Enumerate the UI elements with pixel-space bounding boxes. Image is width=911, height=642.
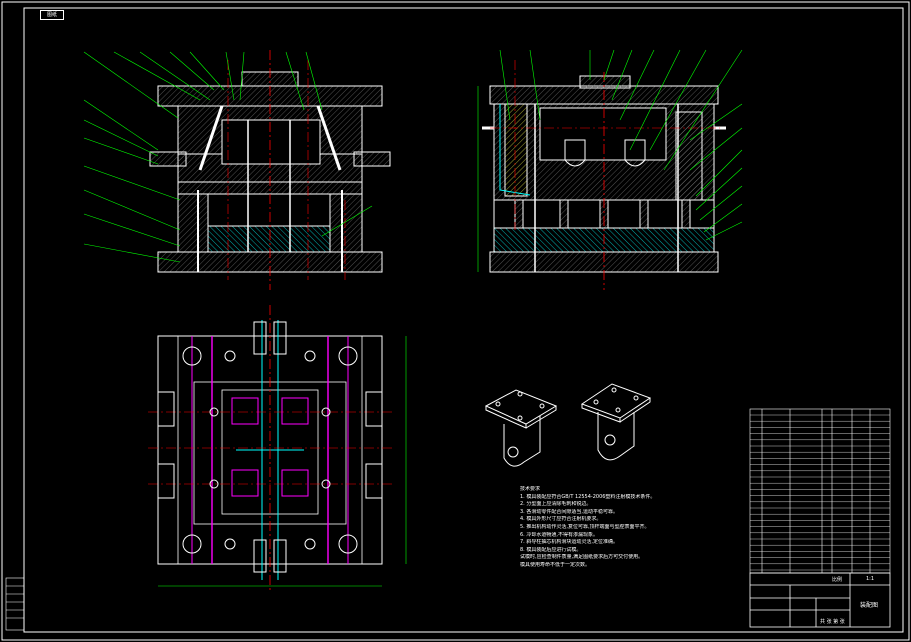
sheet-label: 共 张 第 张 [820,619,845,625]
title-block [749,572,891,628]
plan-view [148,305,407,590]
scale-value: 1:1 [866,576,875,582]
revision-block [5,577,25,631]
note-line: 4. 模具外形尺寸应符合注射机要求。 [520,516,602,523]
note-line: 7. 斜导柱抽芯机构滑块运动灵活,定位准确。 [520,539,618,546]
drawing-name: 装配图 [860,602,879,609]
note-line: 6. 冷却水道畅通,不得有渗漏现象。 [520,531,598,538]
note-line: 8. 模具装配后应进行试模。 [520,546,582,553]
note-line: 1. 模具装配应符合GB/T 12554-2006塑料注射模技术条件。 [520,493,656,500]
scale-label: 比例 [832,577,843,583]
inner-frame [23,7,904,633]
drawing-corner-tag: 图纸 [40,10,64,20]
note-line: 5. 推出机构动作灵活,复位可靠,顶杆端面与型腔表面平齐。 [520,523,650,530]
side-section-view [477,60,726,290]
part-isometric-1 [484,389,558,467]
parts-list-rows [750,414,890,571]
part-isometric-2 [580,383,652,461]
leader-lines [83,49,743,263]
technical-requirements: 技术要求 1. 模具装配应符合GB/T 12554-2006塑料注射模技术条件。… [520,486,690,570]
note-line: 3. 各滑动零件配合间隙适当,运动平稳可靠。 [520,508,618,515]
notes-title: 技术要求 [520,486,541,492]
note-line: 模具使用寿命不低于一定次数。 [520,561,591,568]
parts-list-table [749,408,891,574]
front-section-view [149,50,391,290]
note-line: 试模时,应检查制件质量,满足图纸要求后方可交付使用。 [520,554,644,561]
note-line: 2. 分型面上应清除毛刺和锐边。 [520,501,592,508]
